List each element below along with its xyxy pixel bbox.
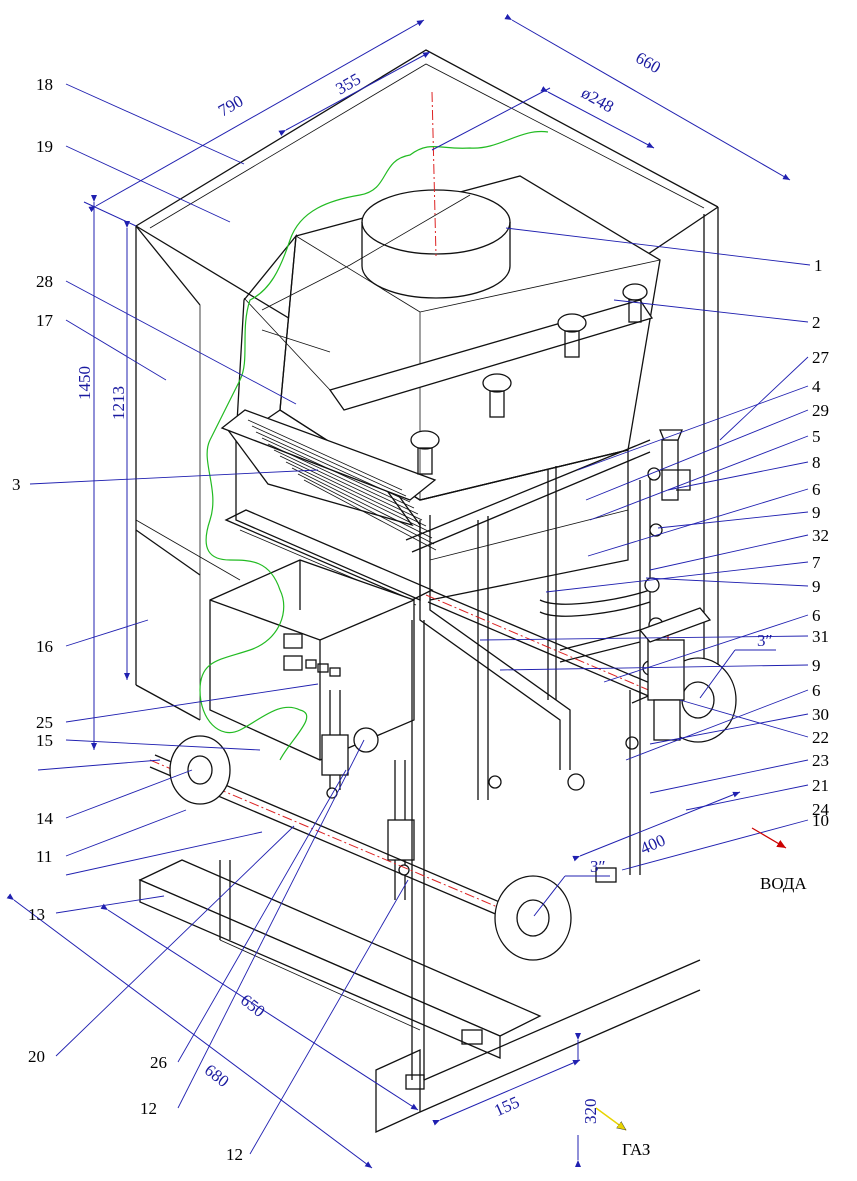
part-label-17: 17 — [36, 311, 54, 330]
part-label-23: 23 — [812, 751, 829, 770]
part-label-2: 2 — [812, 313, 821, 332]
water-label: ВОДА — [760, 874, 807, 893]
dim-660: 660 — [632, 48, 664, 77]
part-label-9-b: 9 — [812, 577, 821, 596]
dim-790: 790 — [215, 91, 247, 120]
gas-flow-arrow — [595, 1107, 626, 1131]
part-label-14: 14 — [36, 809, 54, 828]
part-label-12-b: 12 — [226, 1145, 243, 1164]
dim-680: 680 — [201, 1060, 233, 1091]
main-pipes — [149, 589, 737, 961]
part-label-5: 5 — [812, 427, 821, 446]
dim-400: 400 — [637, 830, 668, 858]
part-label-8: 8 — [812, 453, 821, 472]
part-label-12-a: 12 — [140, 1099, 157, 1118]
part-label-26: 26 — [150, 1053, 167, 1072]
part-label-4: 4 — [812, 377, 821, 396]
part-label-18: 18 — [36, 75, 53, 94]
dim-1213: 1213 — [109, 386, 128, 420]
part-label-1: 1 — [814, 256, 823, 275]
dim-355: 355 — [332, 69, 364, 98]
gas-train — [321, 690, 415, 900]
dim-pipe-bottom: 3″ — [590, 857, 606, 876]
part-label-6-b: 6 — [812, 606, 821, 625]
part-label-27: 27 — [812, 348, 830, 367]
control-box — [209, 559, 415, 761]
part-label-21: 21 — [812, 776, 829, 795]
part-label-11: 11 — [36, 847, 52, 866]
part-label-7: 7 — [812, 553, 821, 572]
part-label-30: 30 — [812, 705, 829, 724]
part-label-16: 16 — [36, 637, 53, 656]
part-label-6-c: 6 — [812, 681, 821, 700]
dim-1450: 1450 — [75, 366, 94, 400]
dim-320: 320 — [581, 1099, 600, 1125]
part-label-20: 20 — [28, 1047, 45, 1066]
part-label-3: 3 — [12, 475, 21, 494]
dimension-lines — [6, 13, 791, 1169]
leader-lines — [29, 83, 811, 1155]
pipework — [405, 283, 691, 800]
part-label-24: 24 — [812, 800, 830, 819]
part-label-31: 31 — [812, 627, 829, 646]
part-label-6-a: 6 — [812, 480, 821, 499]
dim-650: 650 — [237, 990, 269, 1021]
part-label-15: 15 — [36, 731, 53, 750]
part-label-22: 22 — [812, 728, 829, 747]
part-label-9-c: 9 — [812, 656, 821, 675]
part-label-29: 29 — [812, 401, 829, 420]
gas-label: ГАЗ — [622, 1140, 650, 1159]
part-label-9-a: 9 — [812, 503, 821, 522]
dim-155: 155 — [491, 1092, 522, 1120]
water-flow-arrow — [751, 827, 787, 849]
part-label-13: 13 — [28, 905, 45, 924]
dim-pipe-top: 3″ — [757, 631, 773, 650]
part-label-10: 10 — [812, 811, 829, 830]
part-label-19: 19 — [36, 137, 53, 156]
part-label-32: 32 — [812, 526, 829, 545]
part-label-28: 28 — [36, 272, 53, 291]
part-label-25: 25 — [36, 713, 53, 732]
